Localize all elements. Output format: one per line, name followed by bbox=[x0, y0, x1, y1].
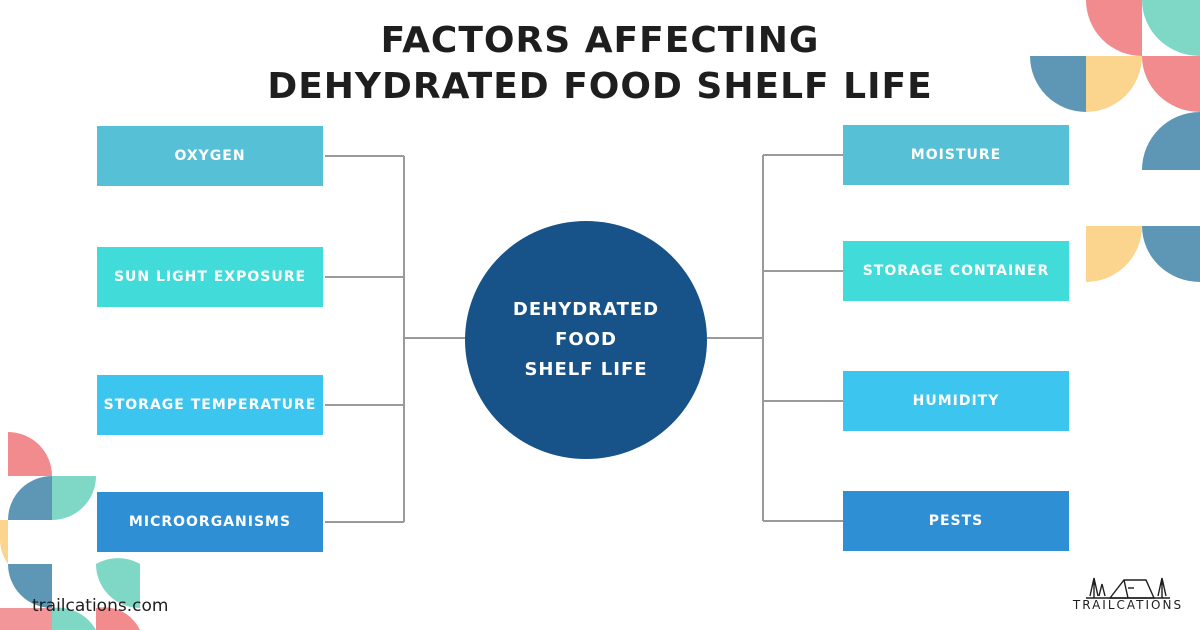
factor-box-pests: PESTS bbox=[843, 491, 1069, 551]
title-line-2: DEHYDRATED FOOD SHELF LIFE bbox=[267, 66, 933, 107]
factor-label: MICROORGANISMS bbox=[128, 514, 292, 530]
factor-label: MOISTURE bbox=[910, 147, 1002, 163]
factor-label: STORAGE CONTAINER bbox=[862, 263, 1050, 279]
title-line-1: FACTORS AFFECTING bbox=[380, 20, 820, 61]
factor-label: OXYGEN bbox=[174, 148, 246, 164]
footer-url[interactable]: trailcations.com bbox=[32, 596, 169, 616]
center-line-2: FOOD bbox=[555, 329, 617, 350]
center-node: DEHYDRATED FOOD SHELF LIFE bbox=[465, 221, 707, 459]
center-line-1: DEHYDRATED bbox=[512, 299, 660, 320]
center-line-3: SHELF LIFE bbox=[524, 359, 648, 380]
factor-label: HUMIDITY bbox=[912, 393, 1000, 409]
factor-box-oxygen: OXYGEN bbox=[97, 126, 323, 186]
factor-box-microorganisms: MICROORGANISMS bbox=[97, 492, 323, 552]
factor-box-moisture: MOISTURE bbox=[843, 125, 1069, 185]
factor-box-storage-container: STORAGE CONTAINER bbox=[843, 241, 1069, 301]
tent-trees-logo-icon bbox=[1086, 577, 1170, 599]
factor-box-sun-light-exposure: SUN LIGHT EXPOSURE bbox=[97, 247, 323, 307]
diagram-title: FACTORS AFFECTING DEHYDRATED FOOD SHELF … bbox=[0, 18, 1200, 110]
factor-label: STORAGE TEMPERATURE bbox=[103, 397, 317, 413]
factor-label: PESTS bbox=[928, 513, 984, 529]
factor-box-humidity: HUMIDITY bbox=[843, 371, 1069, 431]
brand-name: TRAILCATIONS bbox=[1072, 598, 1184, 612]
factor-box-storage-temperature: STORAGE TEMPERATURE bbox=[97, 375, 323, 435]
factor-label: SUN LIGHT EXPOSURE bbox=[113, 269, 307, 285]
